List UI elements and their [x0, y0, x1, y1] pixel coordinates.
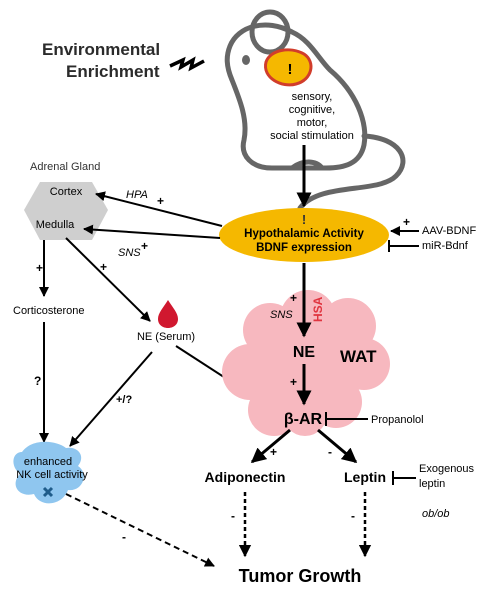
sns-left-label: SNS: [118, 247, 141, 259]
arrow-sns-left: [83, 224, 221, 239]
aav-bdnf-label: AAV-BDNF: [422, 225, 476, 237]
wat-label: WAT: [340, 347, 377, 366]
ne-serum-sign: +: [100, 260, 107, 274]
env-enrichment-title-line2: Enrichment: [66, 62, 160, 81]
adrenal-medulla-label: Medulla: [36, 219, 75, 231]
nk-tumor-sign: -: [122, 530, 126, 544]
arrow-beta-ar-leptin: [317, 428, 358, 464]
wat-path-sign: +: [290, 291, 297, 305]
inhibit-exogenous-leptin: [392, 471, 416, 485]
corticosterone-sign: +: [36, 261, 43, 275]
leptin-sign: -: [328, 445, 332, 459]
adrenal-cortex-label: Cortex: [50, 186, 83, 198]
exogenous-leptin-line2: leptin: [419, 478, 445, 490]
adiponectin-label: Adiponectin: [205, 469, 286, 485]
lightning-icon: [169, 56, 205, 72]
nk-cell-shape: [13, 441, 84, 504]
ob-ob-label: ob/ob: [422, 508, 450, 520]
wat-tissue: [222, 290, 390, 436]
propanolol-label: Propanolol: [371, 414, 424, 426]
mouse-eye: [242, 55, 250, 65]
hsa-label: HSA: [311, 296, 325, 322]
leptin-tumor-sign: -: [351, 509, 355, 523]
arrow-beta-ar-adiponectin: [250, 428, 291, 464]
tumor-growth-label: Tumor Growth: [239, 566, 362, 586]
blood-drop-icon: [158, 300, 178, 328]
leptin-label: Leptin: [344, 469, 386, 485]
stimulation-line4: social stimulation: [270, 130, 354, 142]
arrow-ne-serum-nk: [69, 351, 153, 447]
inhibit-mir-bdnf: [388, 240, 419, 252]
stimulation-line3: motor,: [297, 117, 328, 129]
adiponectin-sign: +: [270, 445, 277, 459]
aav-bdnf-sign: +: [403, 215, 410, 229]
inhibit-propanolol: [325, 412, 368, 426]
ne-serum-label: NE (Serum): [137, 331, 195, 343]
hpa-label: HPA: [126, 189, 148, 201]
arrow-medulla-ne-serum: [65, 237, 151, 322]
nk-cell-cross-icon: [42, 486, 54, 498]
stimulation-line1: sensory,: [292, 91, 333, 103]
sns-right-label: SNS: [270, 309, 293, 321]
mir-bdnf-label: miR-Bdnf: [422, 240, 469, 252]
mouse-brain-icon: [264, 48, 313, 87]
adiponectin-tumor-sign: -: [231, 509, 235, 523]
corticosterone-label: Corticosterone: [13, 305, 85, 317]
corticosterone-nk-sign: ?: [34, 374, 41, 388]
nk-cell-line1: enhanced: [24, 456, 72, 468]
hypothalamus-line1: Hypothalamic Activity: [244, 228, 364, 240]
arrow-hpa: [95, 191, 223, 227]
hypothalamus-node: [219, 208, 389, 262]
brain-alert-mark: !: [288, 61, 293, 78]
hpa-sign: +: [157, 194, 164, 208]
hypothalamus-line2: BDNF expression: [256, 242, 352, 254]
wat-ne-label: NE: [293, 344, 316, 361]
stimulation-line2: cognitive,: [289, 104, 335, 116]
ne-beta-ar-sign: +: [290, 375, 297, 389]
sns-left-sign: +: [141, 239, 148, 253]
arrow-nk-tumor: [65, 493, 215, 567]
beta-ar-label: β-AR: [284, 411, 323, 428]
ne-serum-nk-sign: +/?: [116, 394, 132, 406]
env-enrichment-title-line1: Environmental: [42, 40, 160, 59]
nk-cell-line2: NK cell activity: [16, 469, 88, 481]
exogenous-leptin-line1: Exogenous: [419, 463, 475, 475]
mouse-illustration: [224, 9, 406, 211]
adrenal-gland-title: Adrenal Gland: [30, 161, 100, 173]
hypothalamus-alert-mark: !: [302, 212, 306, 227]
